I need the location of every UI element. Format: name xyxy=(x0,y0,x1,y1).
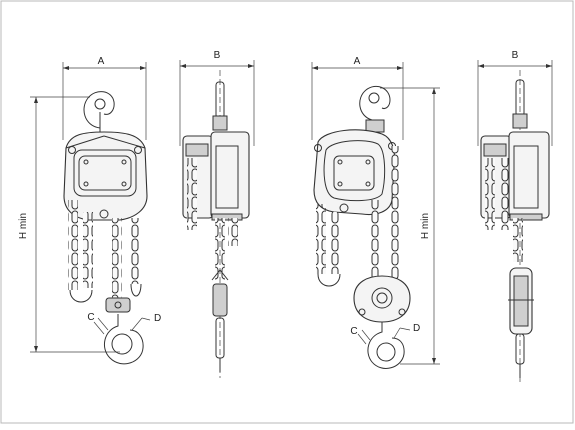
hoist-1-side-view xyxy=(179,60,255,378)
fig1-dimension-a-label: A xyxy=(98,56,105,67)
fig1-dimension-b-label: B xyxy=(214,50,221,61)
fig2-dimension-d-label: D xyxy=(413,323,420,334)
hoist-2-side-view xyxy=(477,60,553,382)
fig2-dimension-b-label: B xyxy=(512,50,519,61)
fig2-dimension-a-label: A xyxy=(354,56,361,67)
fig2-dimension-h-label: H min xyxy=(420,213,431,239)
hoist-2-front-view xyxy=(311,62,440,369)
fig1-dimension-c-label: C xyxy=(87,312,94,323)
fig2-dimension-c-label: C xyxy=(350,326,357,337)
fig1-dimension-h-label: H min xyxy=(18,213,29,239)
hoist-1-front-view xyxy=(30,62,151,365)
fig1-dimension-d-label: D xyxy=(154,313,161,324)
